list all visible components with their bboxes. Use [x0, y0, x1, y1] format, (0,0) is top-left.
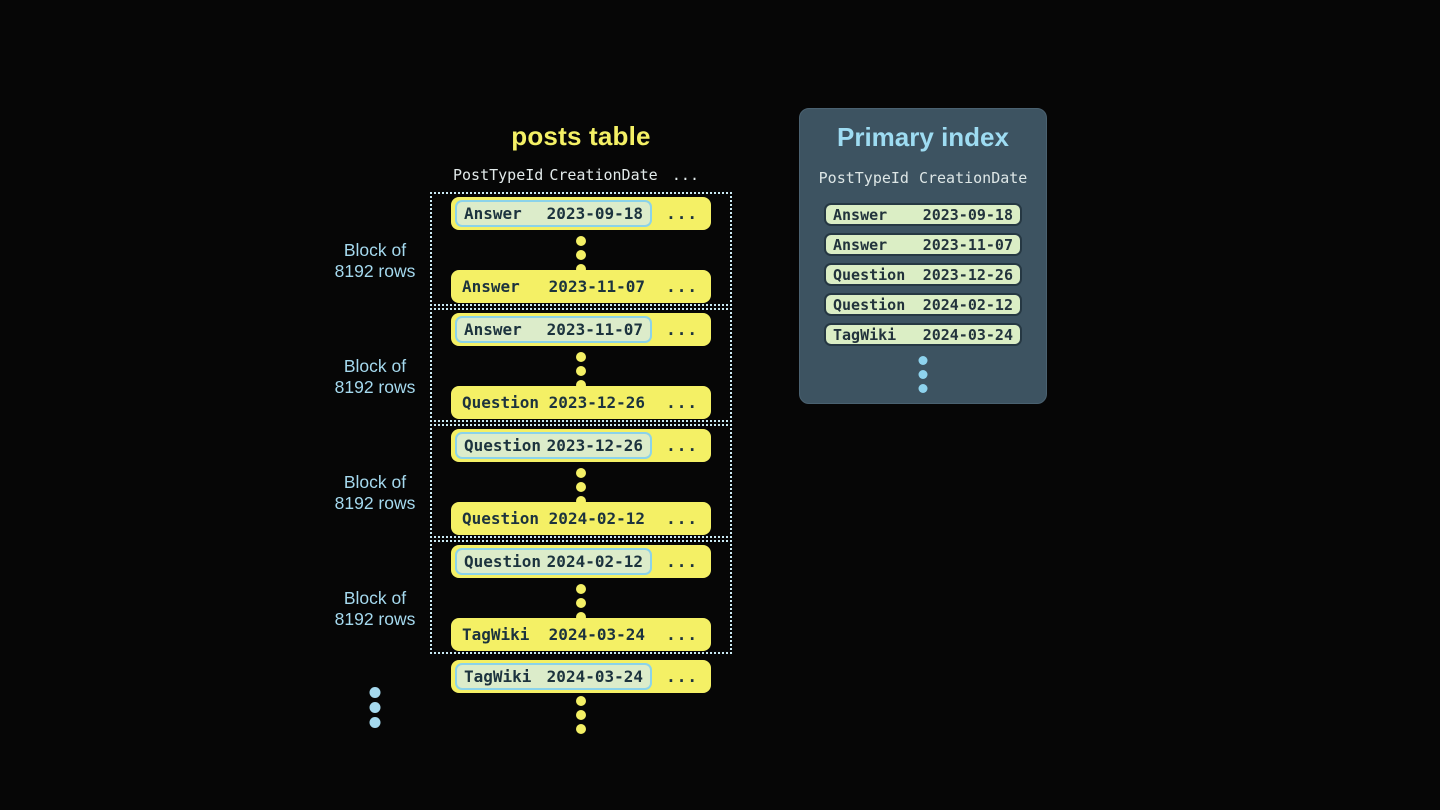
row-ellipsis: ...: [666, 277, 698, 296]
indexed-entry-pill: Question 2024-02-12: [455, 548, 652, 575]
table-row: Question 2024-02-12 ...: [451, 545, 711, 578]
block-label-1: Block of 8192 rows: [305, 240, 445, 282]
indexed-entry-pill: Answer 2023-09-18: [455, 200, 652, 227]
table-row: Question 2024-02-12 ...: [451, 502, 711, 535]
header-creationdate: CreationDate: [549, 166, 658, 184]
vertical-ellipsis-dots: [576, 584, 586, 622]
row-posttypeid: TagWiki: [462, 625, 530, 644]
row-creationdate: 2024-02-12: [546, 552, 643, 571]
blocks-continue-dots: [369, 687, 381, 728]
header-posttypeid: PostTypeId: [453, 166, 544, 184]
row-creationdate: 2023-11-07: [546, 320, 643, 339]
entry-creationdate: 2024-02-12: [922, 295, 1013, 314]
entry-posttypeid: TagWiki: [833, 325, 897, 344]
row-posttypeid: TagWiki: [464, 667, 532, 686]
block-4: Question 2024-02-12 ... TagWiki 2024-03-…: [430, 540, 732, 654]
row-creationdate: 2023-12-26: [546, 436, 643, 455]
indexed-entry-pill: TagWiki 2024-03-24: [455, 663, 652, 690]
row-ellipsis: ...: [666, 320, 698, 339]
row-posttypeid: Answer: [464, 204, 522, 223]
table-row-overflow: TagWiki 2024-03-24 ...: [451, 660, 711, 693]
posts-table-header: PostTypeId CreationDate ...: [451, 166, 712, 184]
row-cells: Answer 2023-11-07: [455, 275, 652, 298]
row-creationdate: 2024-03-24: [546, 667, 643, 686]
entry-creationdate: 2023-09-18: [922, 205, 1013, 224]
row-cells: Question 2023-12-26: [455, 391, 652, 414]
index-continues-dots: [918, 356, 928, 393]
block-1: Answer 2023-09-18 ... Answer 2023-11-07 …: [430, 192, 732, 306]
row-posttypeid: Question: [464, 552, 542, 571]
table-continues-dots: [576, 696, 586, 734]
vertical-ellipsis-dots: [576, 468, 586, 506]
row-posttypeid: Question: [462, 509, 540, 528]
row-ellipsis: ...: [666, 204, 698, 223]
block-label-4: Block of 8192 rows: [305, 588, 445, 630]
header-ellipsis: ...: [671, 166, 699, 184]
block-label-line1: Block of: [343, 356, 407, 376]
entry-posttypeid: Answer: [833, 205, 888, 224]
primary-index-header: PostTypeId CreationDate: [800, 169, 1046, 187]
indexed-entry-pill: Question 2023-12-26: [455, 432, 652, 459]
row-ellipsis: ...: [666, 625, 698, 644]
index-entry-list: Answer 2023-09-18 Answer 2023-11-07 Ques…: [824, 203, 1022, 346]
table-row: TagWiki 2024-03-24 ...: [451, 618, 711, 651]
block-label-line1: Block of: [343, 588, 407, 608]
entry-creationdate: 2024-03-24: [922, 325, 1013, 344]
table-row: Answer 2023-09-18 ...: [451, 197, 711, 230]
table-row: Answer 2023-11-07 ...: [451, 270, 711, 303]
index-entry: Question 2024-02-12: [824, 293, 1022, 316]
row-ellipsis: ...: [666, 436, 698, 455]
row-cells: TagWiki 2024-03-24: [455, 623, 652, 646]
row-posttypeid: Question: [462, 393, 540, 412]
posts-table-title: posts table: [511, 121, 651, 151]
row-creationdate: 2023-11-07: [548, 277, 645, 296]
row-ellipsis: ...: [666, 509, 698, 528]
block-label-line2: 8192 rows: [334, 609, 416, 629]
row-posttypeid: Answer: [462, 277, 520, 296]
entry-posttypeid: Question: [833, 265, 906, 284]
block-label-line2: 8192 rows: [334, 377, 416, 397]
entry-creationdate: 2023-12-26: [922, 265, 1013, 284]
index-entry: Question 2023-12-26: [824, 263, 1022, 286]
row-cells: Question 2024-02-12: [455, 507, 652, 530]
table-row: Question 2023-12-26 ...: [451, 386, 711, 419]
table-row: Question 2023-12-26 ...: [451, 429, 711, 462]
row-creationdate: 2024-03-24: [548, 625, 645, 644]
row-ellipsis: ...: [666, 667, 698, 686]
row-posttypeid: Answer: [464, 320, 522, 339]
block-label-line2: 8192 rows: [334, 261, 416, 281]
entry-posttypeid: Question: [833, 295, 906, 314]
vertical-ellipsis-dots: [576, 352, 586, 390]
block-label-line1: Block of: [343, 472, 407, 492]
row-creationdate: 2023-12-26: [548, 393, 645, 412]
block-label-2: Block of 8192 rows: [305, 356, 445, 398]
index-entry: Answer 2023-09-18: [824, 203, 1022, 226]
block-label-3: Block of 8192 rows: [305, 472, 445, 514]
index-entry: Answer 2023-11-07: [824, 233, 1022, 256]
block-label-line1: Block of: [343, 240, 407, 260]
row-ellipsis: ...: [666, 393, 698, 412]
entry-creationdate: 2023-11-07: [922, 235, 1013, 254]
row-creationdate: 2023-09-18: [546, 204, 643, 223]
vertical-ellipsis-dots: [576, 236, 586, 274]
entry-posttypeid: Answer: [833, 235, 888, 254]
table-row: Answer 2023-11-07 ...: [451, 313, 711, 346]
index-entry: TagWiki 2024-03-24: [824, 323, 1022, 346]
primary-index-panel: Primary index PostTypeId CreationDate An…: [799, 108, 1047, 404]
primary-index-title: Primary index: [837, 122, 1009, 152]
indexed-entry-pill: Answer 2023-11-07: [455, 316, 652, 343]
block-3: Question 2023-12-26 ... Question 2024-02…: [430, 424, 732, 538]
block-label-line2: 8192 rows: [334, 493, 416, 513]
row-posttypeid: Question: [464, 436, 542, 455]
header-creationdate: CreationDate: [918, 169, 1028, 187]
header-posttypeid: PostTypeId: [818, 169, 909, 187]
row-creationdate: 2024-02-12: [548, 509, 645, 528]
row-ellipsis: ...: [666, 552, 698, 571]
block-2: Answer 2023-11-07 ... Question 2023-12-2…: [430, 308, 732, 422]
